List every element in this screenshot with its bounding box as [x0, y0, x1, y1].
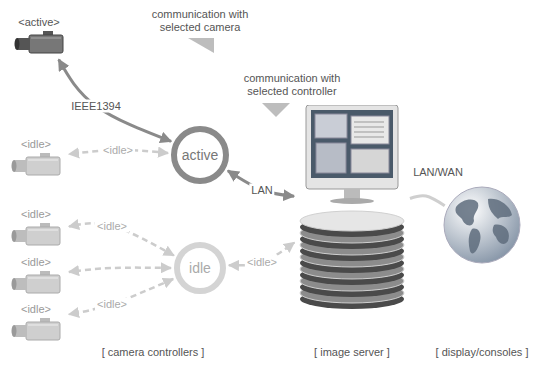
connector	[410, 196, 445, 206]
edge-label: <idle>	[95, 298, 129, 311]
camera-node: <idle>	[5, 299, 67, 345]
pointer-triangle	[262, 103, 290, 117]
note-text: communication with selected controller	[236, 72, 348, 98]
globe-node: [ display/consoles ]	[442, 185, 522, 265]
camera-icon	[10, 152, 62, 180]
camera-node: <idle>	[5, 134, 67, 180]
edge-label: LAN/WAN	[411, 166, 465, 179]
camera-icon	[10, 317, 62, 345]
camera-icon	[10, 222, 62, 250]
controller-circle: active	[170, 125, 230, 185]
controller-label: active	[182, 147, 219, 163]
group-caption: [ camera controllers ]	[88, 346, 218, 359]
camera-icon	[10, 270, 62, 298]
camera-label: <active>	[18, 16, 60, 29]
camera-label: <idle>	[21, 208, 51, 221]
camera-icon	[13, 30, 65, 58]
pointer-triangle	[188, 38, 214, 53]
edge-label: <idle>	[245, 256, 279, 269]
note-text: communication with selected camera	[148, 8, 252, 34]
camera-node: <idle>	[5, 252, 67, 298]
connector	[69, 279, 173, 314]
server-illustration	[296, 105, 408, 310]
image-server: [ image server ]	[296, 105, 408, 310]
edge-label: IEEE1394	[69, 100, 123, 113]
camera-label: <idle>	[21, 256, 51, 269]
connector	[59, 60, 171, 142]
display-caption: [ display/consoles ]	[436, 346, 529, 359]
edge-label: <idle>	[101, 144, 135, 157]
server-caption: [ image server ]	[314, 346, 390, 359]
camera-label: <idle>	[21, 303, 51, 316]
camera-label: <idle>	[21, 138, 51, 151]
camera-node: <active>	[8, 12, 70, 58]
connector	[69, 268, 171, 272]
edge-label: LAN	[249, 184, 274, 197]
edge-label: <idle>	[95, 220, 129, 233]
globe-illustration	[442, 185, 522, 265]
controller-circle: idle	[173, 241, 227, 295]
controller-label: idle	[189, 260, 211, 276]
connector	[228, 171, 294, 196]
camera-node: <idle>	[5, 204, 67, 250]
